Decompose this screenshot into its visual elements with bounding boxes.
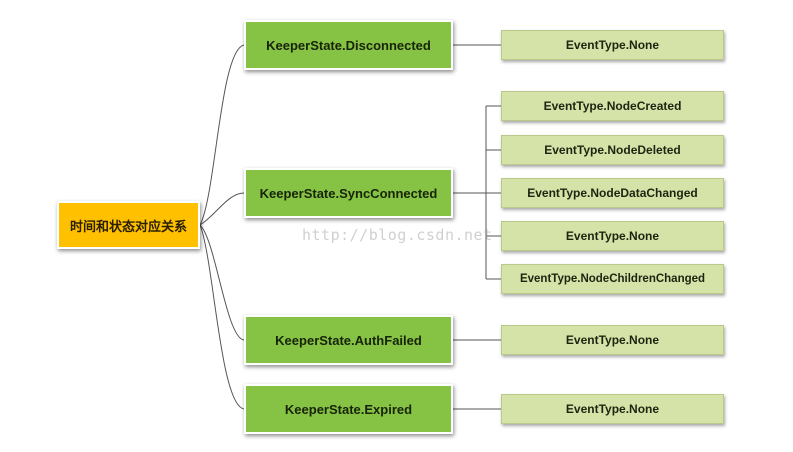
event-node-syncconnected-none: EventType.None	[501, 221, 724, 251]
watermark: http://blog.csdn.net	[302, 226, 493, 244]
event-node-nodecreated: EventType.NodeCreated	[501, 91, 724, 121]
state-node-expired: KeeperState.Expired	[244, 384, 453, 434]
connector-root-state-expired	[199, 224, 245, 410]
connector-root-state-authfailed	[199, 224, 245, 341]
state-node-disconnected: KeeperState.Disconnected	[244, 20, 453, 70]
root-node: 时间和状态对应关系	[57, 201, 200, 249]
event-node-nodechildrenchanged: EventType.NodeChildrenChanged	[501, 264, 724, 294]
event-node-nodedatachanged: EventType.NodeDataChanged	[501, 178, 724, 208]
event-node-authfailed-none: EventType.None	[501, 325, 724, 355]
event-node-nodedeleted: EventType.NodeDeleted	[501, 135, 724, 165]
event-node-disconnected-none: EventType.None	[501, 30, 724, 60]
connector-root-state-disconnected	[199, 44, 245, 226]
connector-root-state-syncconnected	[199, 192, 245, 226]
state-node-syncconnected: KeeperState.SyncConnected	[244, 168, 453, 218]
state-node-authfailed: KeeperState.AuthFailed	[244, 315, 453, 365]
event-node-expired-none: EventType.None	[501, 394, 724, 424]
